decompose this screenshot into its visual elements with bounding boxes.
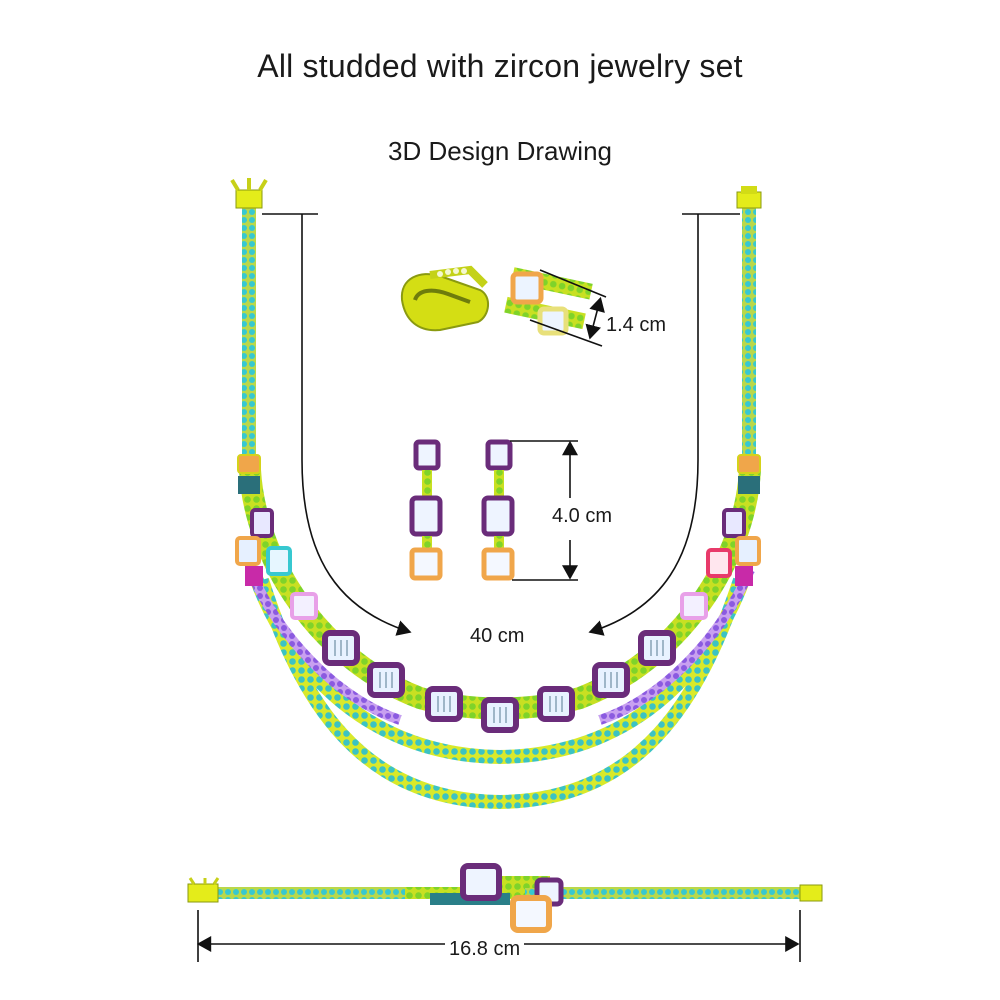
earring-dimension-label: 4.0 cm xyxy=(550,505,615,528)
necklace-right-clasp xyxy=(736,186,762,209)
earring-left xyxy=(409,439,443,581)
necklace-right-chain xyxy=(742,205,756,465)
page-subtitle: 3D Design Drawing xyxy=(388,136,612,166)
earring-right xyxy=(481,439,515,581)
bracelet-dimension-label: 16.8 cm xyxy=(445,938,525,961)
necklace-outer-strand xyxy=(255,577,747,810)
page-title: All studded with zircon jewelry set xyxy=(257,48,743,84)
ring-side-view xyxy=(504,267,593,336)
necklace-left-clasp xyxy=(230,178,268,209)
ring-dimension-lines xyxy=(529,269,607,347)
necklace-left-chain xyxy=(242,205,256,465)
bracelet xyxy=(187,863,823,933)
ring xyxy=(400,265,489,332)
necklace-middle-strand xyxy=(248,572,752,765)
earring-dimension-lines xyxy=(510,440,578,581)
necklace-dimension-label: 40 cm xyxy=(470,625,525,647)
ring-dimension-label: 1.4 cm xyxy=(606,314,667,336)
necklace xyxy=(230,178,762,810)
necklace-dimension-lines xyxy=(262,213,740,636)
necklace-purple-strand xyxy=(245,568,402,725)
